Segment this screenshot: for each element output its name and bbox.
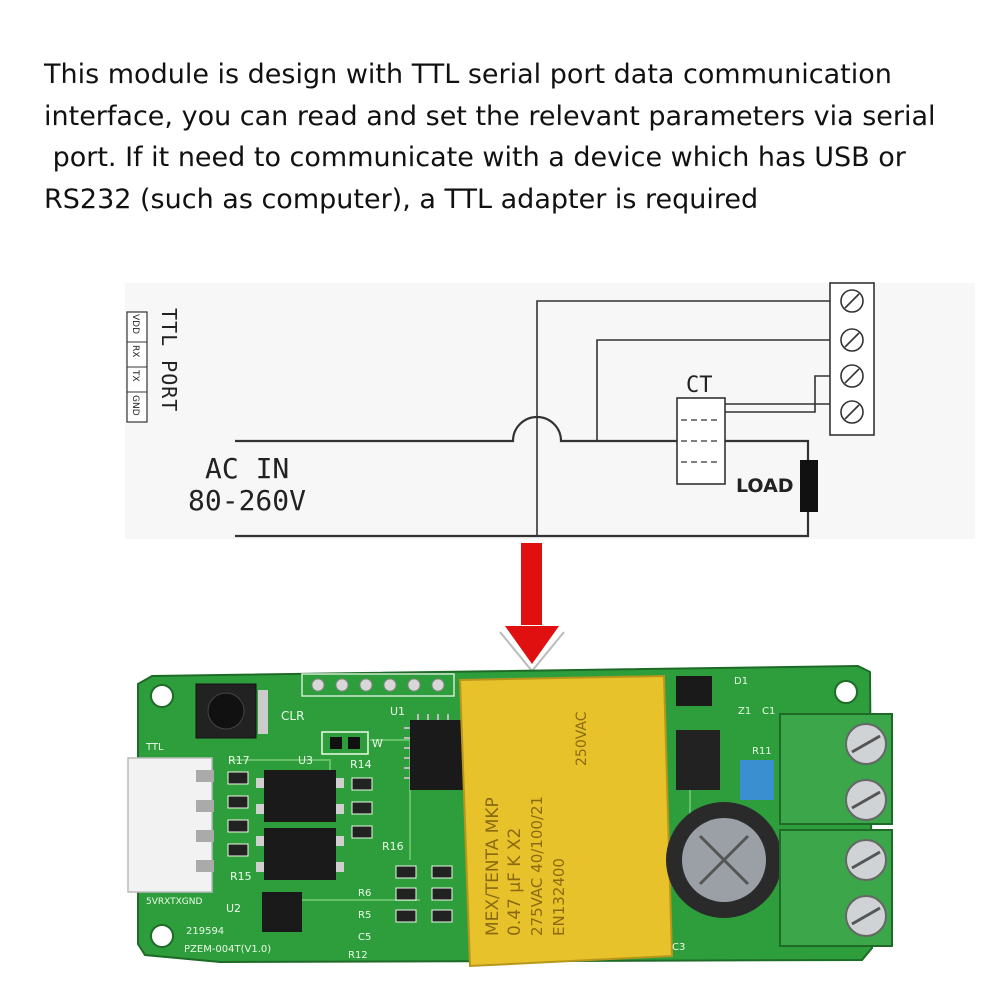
pin-rx-label: RX (130, 345, 140, 357)
intro-paragraph: This module is design with TTL serial po… (44, 54, 974, 220)
intro-line-4: RS232 (such as computer), a TTL adapter … (44, 183, 759, 215)
silk-serial: 219594 (186, 926, 224, 937)
pin-tx-label: TX (130, 369, 140, 382)
voltage-range-label: 80-260V (188, 484, 306, 517)
clr-button (195, 683, 268, 739)
silk-r16: R16 (382, 840, 404, 853)
wiring-diagram: TTL PORT VDD RX TX GND CT LOAD AC IN (125, 282, 975, 539)
silk-c3: C3 (672, 942, 685, 953)
x2-capacitor: MEX/TENTA MKP 0.47 μF K X2 275VAC 40/100… (458, 674, 674, 968)
silk-z1: Z1 (738, 706, 751, 717)
top-header-pins (301, 673, 455, 697)
silk-u3: U3 (298, 754, 313, 767)
silk-u2: U2 (226, 902, 241, 915)
silk-model: PZEM-004T(V1.0) (184, 944, 271, 955)
optocoupler (256, 770, 344, 880)
silk-u1: U1 (390, 705, 405, 718)
load-label: LOAD (736, 475, 794, 497)
pin-gnd-label: GND (130, 395, 140, 416)
mcu-chip (404, 714, 470, 790)
silk-pins-row: 5VRXTXGND (146, 897, 203, 907)
voltage-sense-wire-2 (596, 339, 850, 441)
mounting-hole (150, 684, 174, 708)
silk-w: W (372, 737, 383, 750)
silk-r15: R15 (230, 870, 252, 883)
silk-c1: C1 (762, 706, 775, 717)
ac-line-top (235, 415, 810, 460)
cap-text-line4: 250VAC (574, 711, 590, 766)
electrolytic-capacitor (666, 802, 782, 918)
bridge-rectifier (676, 730, 720, 790)
silk-r6: R6 (358, 888, 371, 899)
diagram-terminal-block (829, 282, 875, 436)
ac-line-bottom (235, 512, 810, 538)
silk-r12: R12 (348, 950, 368, 961)
ac-in-label: AC IN (205, 452, 289, 485)
silk-r14: R14 (350, 758, 372, 771)
cap-text-line1: MEX/TENTA MKP (483, 797, 503, 936)
load-resistor (800, 460, 818, 512)
ct-label: CT (686, 373, 713, 398)
u2-chip (262, 892, 302, 932)
cap-text-line5: EN132400 (550, 858, 568, 936)
mounting-hole (150, 924, 174, 948)
diode (676, 676, 712, 706)
pin-vdd-label: VDD (130, 314, 140, 334)
silk-r11: R11 (752, 746, 772, 757)
pcb-board: CLR U1 W TTL R17 U3 R (127, 664, 893, 968)
silk-d1: D1 (734, 676, 748, 687)
silk-r5: R5 (358, 910, 371, 921)
silk-c5: C5 (358, 932, 371, 943)
silk-r17: R17 (228, 754, 250, 767)
intro-line-2: interface, you can read and set the rele… (44, 100, 936, 132)
ttl-connector (127, 757, 214, 893)
cap-text-line3: 275VAC 40/100/21 (528, 796, 546, 936)
cap-text-line2: 0.47 μF K X2 (505, 828, 525, 936)
down-arrow-icon (499, 543, 565, 673)
screw-terminal-block (779, 713, 893, 947)
ttl-port-label: TTL PORT (157, 308, 181, 412)
blue-component (740, 760, 774, 800)
silk-clr: CLR (281, 709, 304, 723)
mounting-hole (834, 680, 858, 704)
intro-line-1: This module is design with TTL serial po… (44, 59, 892, 90)
ttl-pin-strip: VDD RX TX GND (126, 311, 148, 423)
silk-ttl: TTL (145, 742, 164, 753)
voltage-sense-wire-1 (536, 300, 850, 536)
intro-line-3: port. If it need to communicate with a d… (44, 142, 906, 173)
